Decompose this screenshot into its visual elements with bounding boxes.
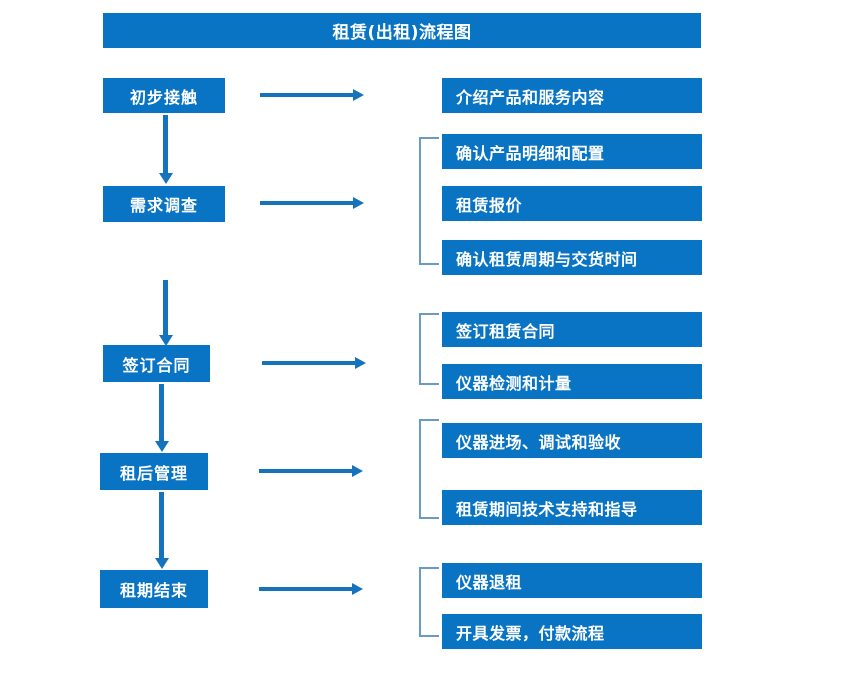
stage-box-3[interactable]: 签订合同 xyxy=(103,345,210,382)
detail-box-8[interactable]: 租赁期间技术支持和指导 xyxy=(442,490,702,525)
group-bracket-3 xyxy=(419,419,439,519)
detail-box-10[interactable]: 开具发票，付款流程 xyxy=(442,614,702,649)
page-title: 租赁(出租)流程图 xyxy=(103,13,701,48)
horizontal-arrow-4 xyxy=(259,465,363,477)
vertical-arrow-1 xyxy=(159,115,173,184)
detail-box-3[interactable]: 租赁报价 xyxy=(442,186,702,221)
vertical-arrow-3 xyxy=(155,384,169,452)
vertical-arrow-2 xyxy=(159,280,173,346)
stage-box-1[interactable]: 初步接触 xyxy=(103,78,225,113)
detail-box-6[interactable]: 仪器检测和计量 xyxy=(442,364,702,399)
detail-box-7[interactable]: 仪器进场、调试和验收 xyxy=(442,423,702,458)
stage-box-5[interactable]: 租期结束 xyxy=(100,570,208,608)
group-bracket-4 xyxy=(419,567,439,637)
vertical-arrow-4 xyxy=(155,492,169,569)
group-bracket-2 xyxy=(419,313,439,385)
horizontal-arrow-1 xyxy=(260,89,364,101)
detail-box-4[interactable]: 确认租赁周期与交货时间 xyxy=(442,240,702,275)
horizontal-arrow-5 xyxy=(259,583,363,595)
stage-box-2[interactable]: 需求调查 xyxy=(103,186,225,222)
group-bracket-1 xyxy=(419,137,439,265)
detail-box-1[interactable]: 介绍产品和服务内容 xyxy=(442,78,702,113)
detail-box-9[interactable]: 仪器退租 xyxy=(442,563,702,598)
horizontal-arrow-3 xyxy=(262,357,366,369)
detail-box-2[interactable]: 确认产品明细和配置 xyxy=(442,134,702,169)
stage-box-4[interactable]: 租后管理 xyxy=(100,453,208,490)
detail-box-5[interactable]: 签订租赁合同 xyxy=(442,312,702,347)
horizontal-arrow-2 xyxy=(260,197,364,209)
